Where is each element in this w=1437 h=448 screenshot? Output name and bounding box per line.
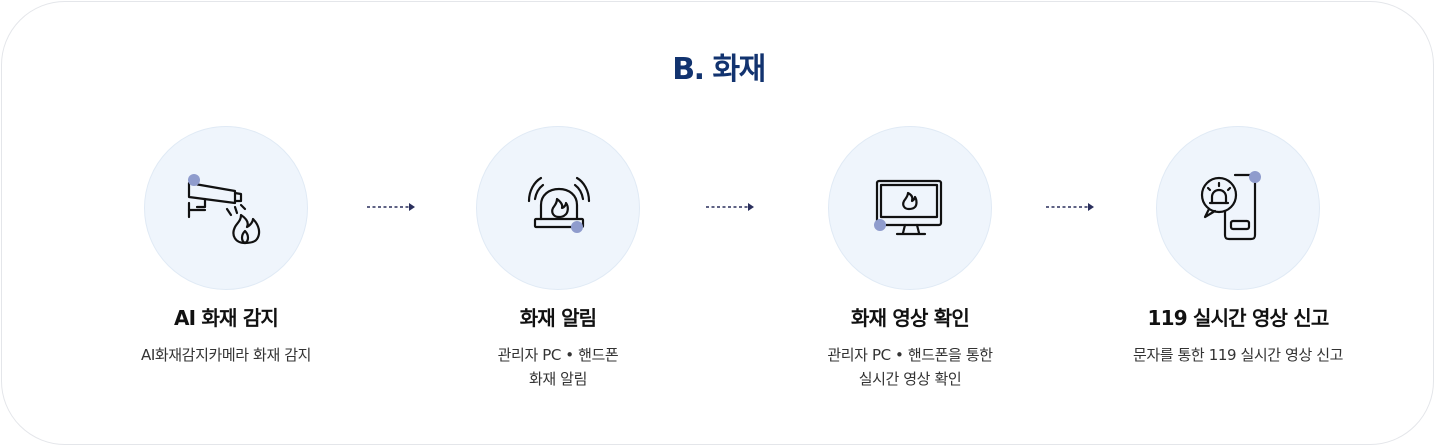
step-2-desc-line-1: 관리자 PC • 핸드폰 — [497, 346, 619, 364]
step-1-icon-circle — [144, 126, 308, 290]
step-3-icon-circle — [828, 126, 992, 290]
step-4-icon-circle — [1156, 126, 1320, 290]
step-4-desc: 문자를 통한 119 실시간 영상 신고 — [1058, 343, 1418, 367]
step-2-title: 화재 알림 — [519, 306, 597, 330]
arrow-right-icon — [367, 203, 415, 211]
step-4-desc-line-1: 문자를 통한 119 실시간 영상 신고 — [1132, 346, 1344, 364]
fire-alarm-icon — [527, 176, 591, 233]
step-3-desc-line-2: 실시간 영상 확인 — [858, 370, 962, 388]
step-1-desc: AI화재감지카메라 화재 감지 — [46, 343, 406, 367]
step-2-desc: 관리자 PC • 핸드폰 화재 알림 — [378, 343, 738, 391]
step-2-icon-circle — [476, 126, 640, 290]
arrow-right-icon — [706, 203, 754, 211]
step-2-desc-line-2: 화재 알림 — [529, 370, 587, 388]
step-3-desc: 관리자 PC • 핸드폰을 통한 실시간 영상 확인 — [730, 343, 1090, 391]
section-title: B. 화재 — [672, 52, 766, 87]
accent-dot — [1249, 171, 1261, 183]
step-3-title: 화재 영상 확인 — [851, 306, 970, 330]
accent-dot — [874, 219, 886, 231]
monitor-fire-icon — [874, 179, 943, 236]
arrow-right-icon — [1046, 203, 1094, 211]
step-1-title: AI 화재 감지 — [173, 306, 279, 330]
phone-alarm-icon — [1200, 171, 1261, 241]
step-1-desc-line-1: AI화재감지카메라 화재 감지 — [140, 346, 312, 364]
step-3-desc-line-1: 관리자 PC • 핸드폰을 통한 — [827, 346, 993, 364]
cctv-fire-icon — [187, 174, 261, 245]
accent-dot — [188, 174, 200, 186]
accent-dot — [571, 221, 583, 233]
step-4-title: 119 실시간 영상 신고 — [1147, 306, 1329, 330]
